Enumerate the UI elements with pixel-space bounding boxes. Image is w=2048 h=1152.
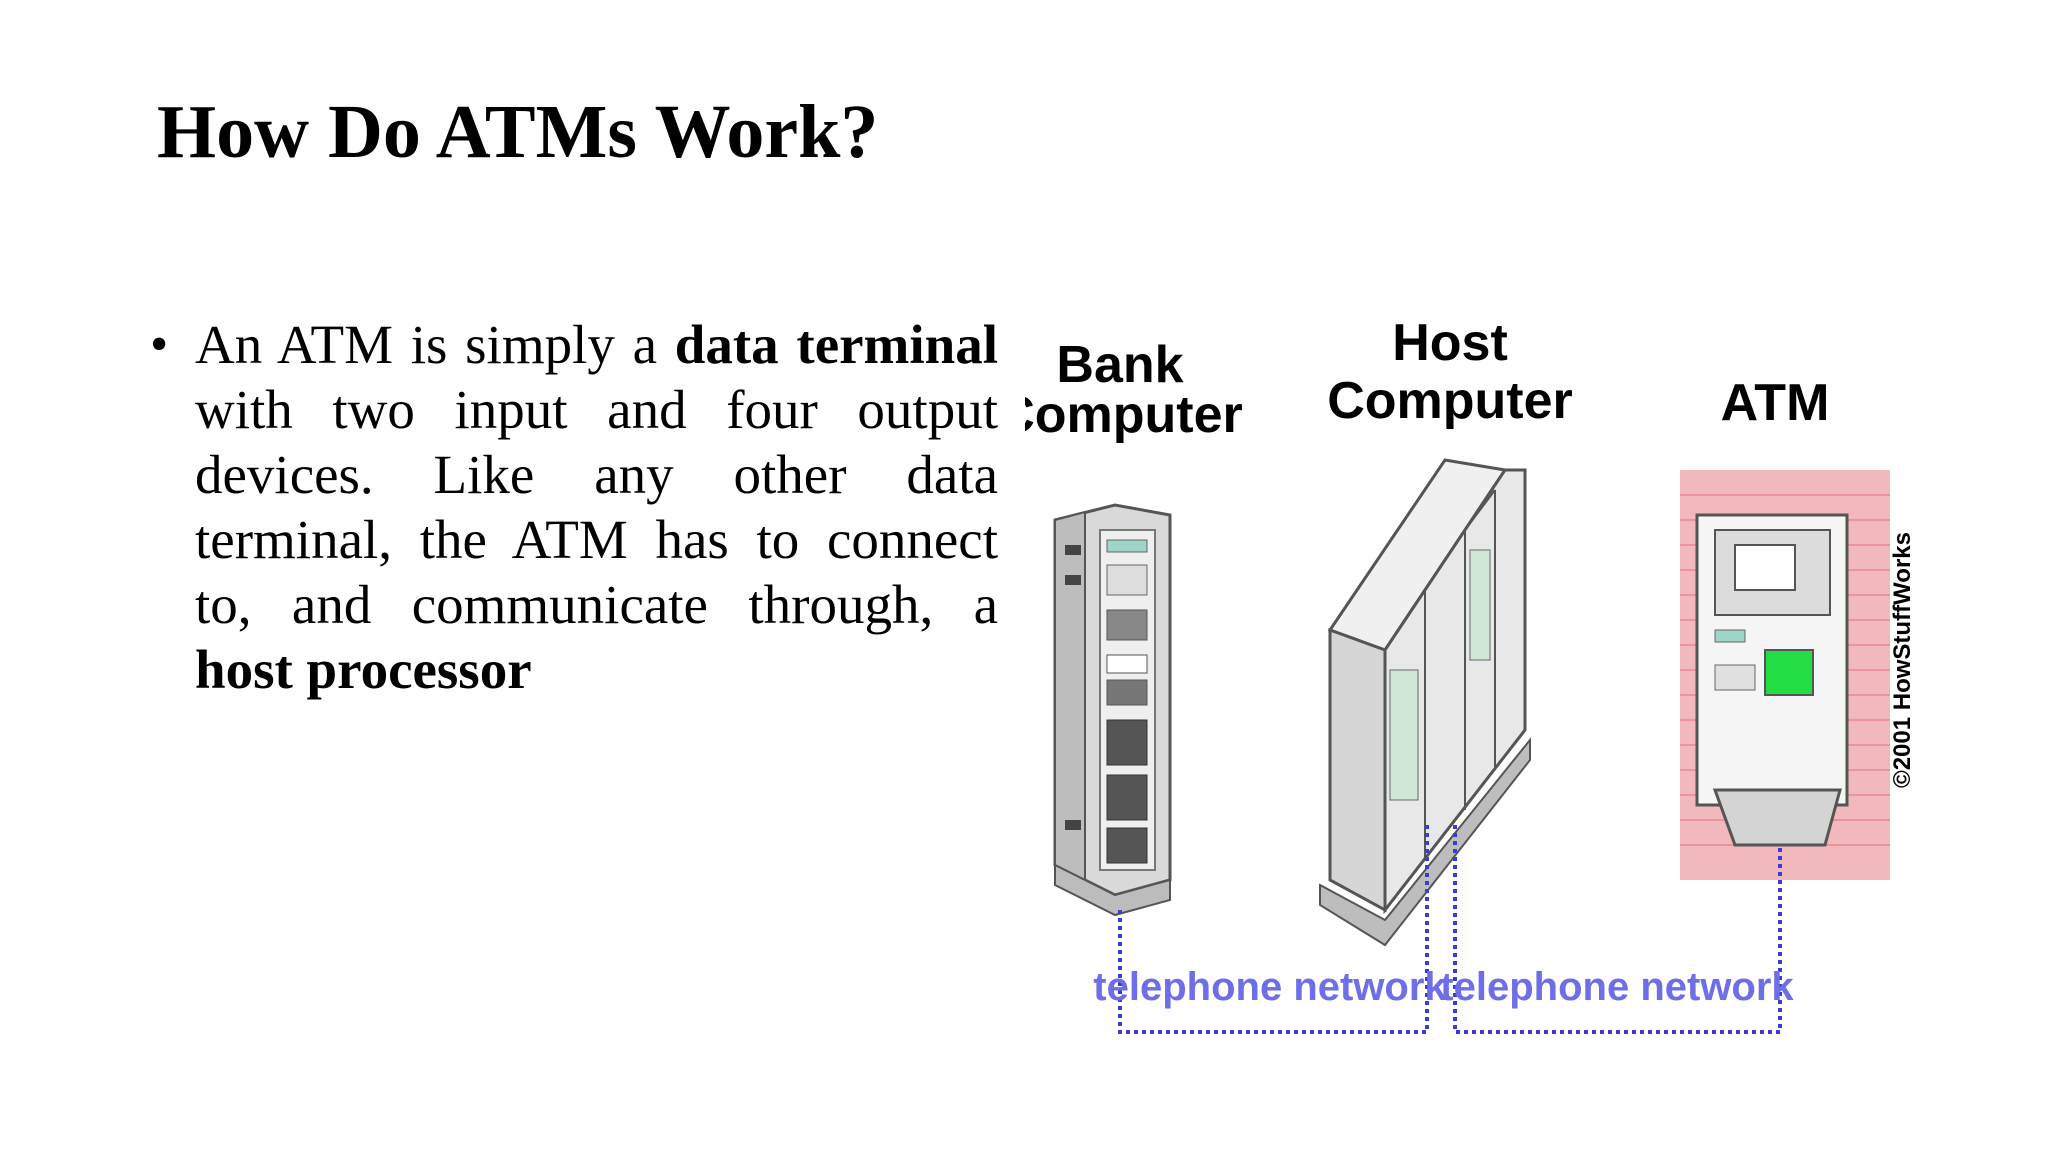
network-lines [1118, 825, 1782, 1034]
bank-computer-icon [1053, 503, 1172, 917]
slide-title: How Do ATMs Work? [157, 90, 879, 174]
bullet-text: An ATM is simply a data terminal with tw… [195, 312, 998, 702]
telephone-network-label-left: telephone network [1093, 965, 1447, 1009]
bullet-run-2-bold: data terminal [674, 314, 998, 375]
bullet-run-3: with two input and four output devices. … [195, 379, 998, 635]
telephone-network-label-right: telephone network [1440, 965, 1794, 1009]
atm-network-diagram: Bank Computer Host Computer ATM [1025, 320, 1920, 1040]
host-computer-label-line2: Computer [1327, 372, 1573, 430]
bank-computer-label-line1: Bank [1056, 336, 1183, 394]
host-computer-label-line1: Host [1392, 320, 1508, 372]
bullet-run-1: An ATM is simply a [195, 314, 675, 375]
atm-icon [1680, 470, 1890, 880]
copyright-label: ©2001 HowStuffWorks [1889, 532, 1916, 788]
atm-label: ATM [1721, 374, 1830, 432]
bullet-marker: • [150, 316, 169, 373]
host-computer-icon [1319, 458, 1531, 947]
bullet-run-4-bold: host processor [195, 639, 532, 700]
bank-computer-label-line2: Computer [1025, 386, 1243, 444]
